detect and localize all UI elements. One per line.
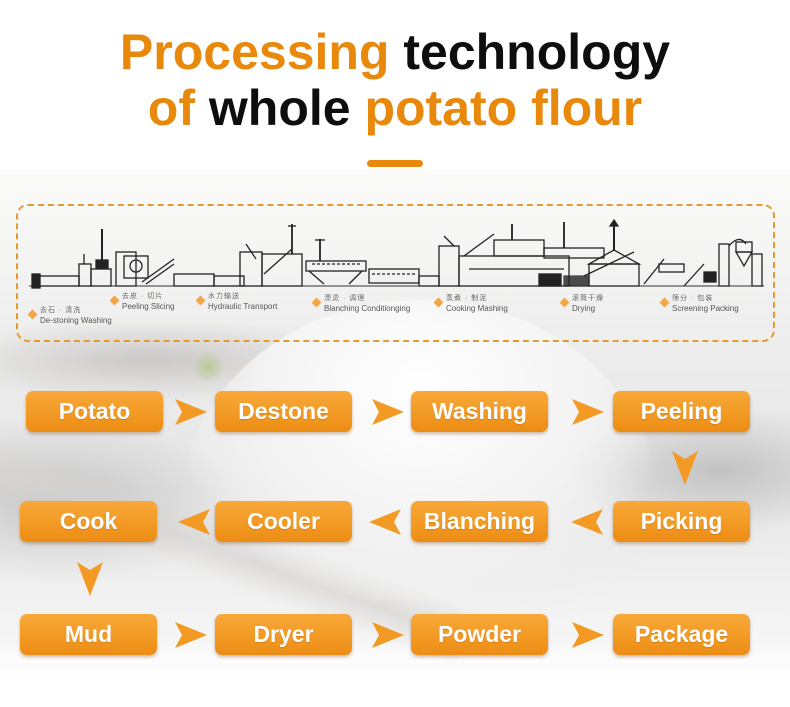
- title-line-2: of whole potato flour: [0, 80, 790, 136]
- diamond-bullet-icon: [27, 309, 38, 320]
- flow-step-mud[interactable]: Mud: [20, 614, 157, 655]
- stage-label-destoning-washing: 去石 · 清洗 De-stoning Washing: [27, 306, 112, 326]
- flow-step-dryer[interactable]: Dryer: [215, 614, 352, 655]
- title-divider: [367, 160, 423, 167]
- flow-step-powder[interactable]: Powder: [411, 614, 548, 655]
- title-word-processing: Processing: [119, 24, 390, 80]
- stage-label-hydraulic-transport: 水力输送 Hydraulic Transport: [195, 292, 277, 312]
- title-word-of: of: [147, 80, 195, 136]
- flow-step-cooler[interactable]: Cooler: [215, 501, 352, 542]
- stage-label-screening-packing: 筛分 · 包装 Screening Packing: [659, 294, 739, 314]
- title-word-potato-flour: potato flour: [350, 80, 643, 136]
- stage-label-blanching-conditioning: 漂烫 · 调理 Blanching Conditionging: [311, 294, 410, 314]
- flow-step-package[interactable]: Package: [613, 614, 750, 655]
- title-word-technology: technology: [389, 24, 671, 80]
- flow-step-potato[interactable]: Potato: [26, 391, 163, 432]
- machinery-panel: 去石 · 清洗 De-stoning Washing 去皮 · 切片 Peeli…: [16, 204, 775, 342]
- flow-step-peeling[interactable]: Peeling: [613, 391, 750, 432]
- title-line-1: Processing technology: [0, 24, 790, 80]
- production-line-illustration: [29, 218, 764, 289]
- flow-step-washing[interactable]: Washing: [411, 391, 548, 432]
- title-word-whole: whole: [195, 80, 351, 136]
- stage-label-drying: 滚筒干燥 Drying: [559, 294, 604, 314]
- background-leaf: [190, 352, 226, 382]
- page-title: Processing technology of whole potato fl…: [0, 24, 790, 136]
- flow-step-cook[interactable]: Cook: [20, 501, 157, 542]
- stage-label-cooking-mashing: 蒸煮 · 制泥 Cooking Mashing: [433, 294, 508, 314]
- flow-step-destone[interactable]: Destone: [215, 391, 352, 432]
- stage-label-peeling-slicing: 去皮 · 切片 Peeling Slicing: [109, 292, 174, 312]
- flow-step-picking[interactable]: Picking: [613, 501, 750, 542]
- flow-step-blanching[interactable]: Blanching: [411, 501, 548, 542]
